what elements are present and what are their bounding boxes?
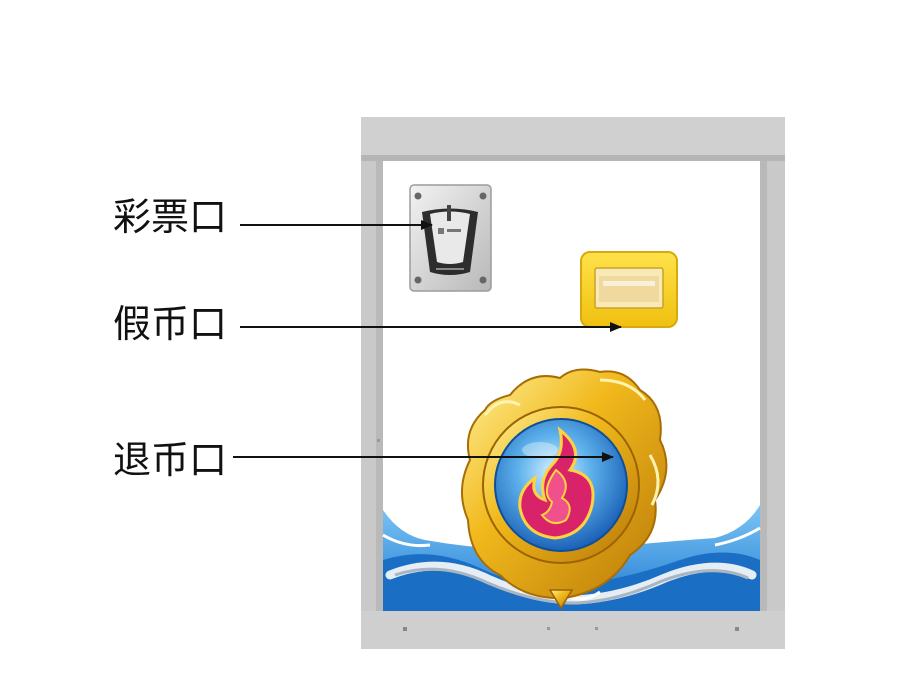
ticket-outlet xyxy=(409,184,492,292)
coin-return-outlet xyxy=(460,368,668,610)
ticket-outlet-label: 彩票口 xyxy=(113,195,228,239)
coin-return-outlet-label: 退币口 xyxy=(113,438,228,482)
fake-coin-outlet-label: 假币口 xyxy=(113,302,228,346)
fake-coin-outlet xyxy=(580,251,678,328)
